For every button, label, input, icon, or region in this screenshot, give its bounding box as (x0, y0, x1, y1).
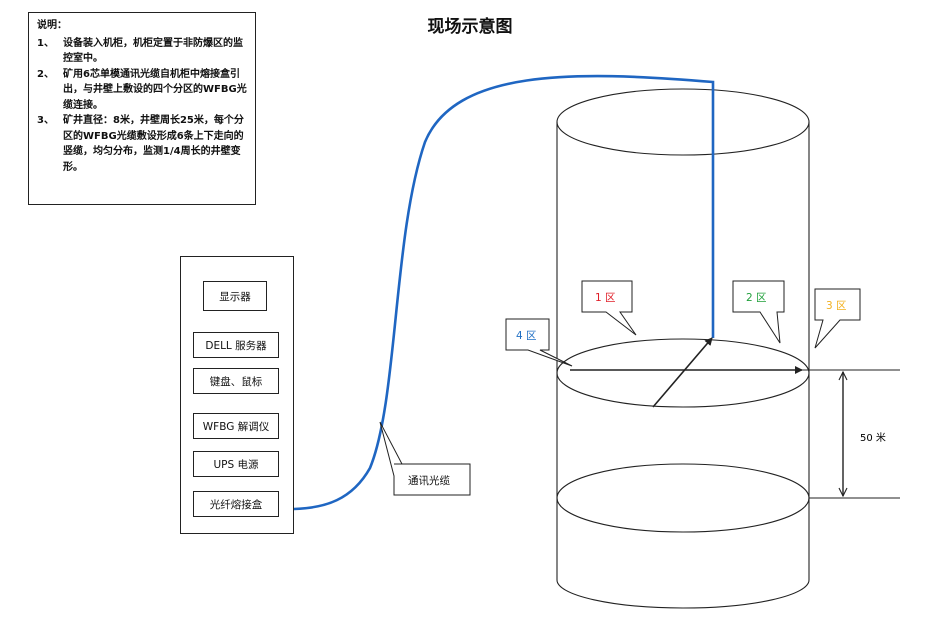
zone-3-label: 3 区 (826, 300, 847, 312)
communication-cable (293, 74, 715, 511)
note-number: 1、 (37, 37, 54, 49)
zone-4-label: 4 区 (516, 330, 537, 342)
notes-list: 1、设备装入机柜，机柜定置于非防爆区的监控室中。 2、矿用6芯单模通讯光缆自机柜… (37, 36, 249, 176)
bottom-ring-ellipse (556, 463, 810, 533)
ring-diagonal-arrow (652, 337, 713, 408)
fiber-splice-box-unit: 光纤熔接盒 (193, 491, 279, 517)
shaft-top-ellipse (556, 88, 810, 156)
height-dimension (802, 369, 900, 499)
note-number: 3、 (37, 115, 54, 126)
server-unit: DELL 服务器 (193, 332, 279, 358)
zone-4-callout-box (505, 318, 573, 367)
cable-label: 通讯光缆 (408, 474, 450, 487)
equipment-cabinet: 显示器 DELL 服务器 键盘、鼠标 WFBG 解调仪 UPS 电源 光纤熔接盒 (180, 256, 294, 534)
cable-callout-box (379, 421, 471, 496)
note-item: 3、矿井直径：8米，井壁周长25米，每个分区的WFBG光缆敷设形成6条上下走向的… (37, 113, 249, 175)
shaft-bottom-arc (556, 579, 810, 609)
note-text: 矿用6芯单模通讯光缆自机柜中熔接盒引出，与井壁上敷设的四个分区的WFBG光缆连接… (63, 68, 247, 111)
note-item: 1、设备装入机柜，机柜定置于非防爆区的监控室中。 (37, 36, 249, 67)
dimension-label: 50 米 (860, 431, 886, 444)
note-item: 2、矿用6芯单模通讯光缆自机柜中熔接盒引出，与井壁上敷设的四个分区的WFBG光缆… (37, 67, 249, 114)
monitor-ring-ellipse (556, 338, 810, 408)
ups-unit: UPS 电源 (193, 451, 279, 477)
zone-2-label: 2 区 (746, 292, 767, 304)
dimension-arrow-up (838, 370, 848, 381)
keyboard-mouse-unit: 键盘、鼠标 (193, 368, 279, 394)
zone-1-label: 1 区 (595, 292, 616, 304)
monitor-unit: 显示器 (203, 281, 267, 311)
note-text: 设备装入机柜，机柜定置于非防爆区的监控室中。 (63, 37, 243, 65)
zone-2-callout-box (732, 280, 785, 344)
zone-1-callout-box (581, 280, 637, 336)
wfbg-interrogator-unit: WFBG 解调仪 (193, 413, 279, 439)
page-title: 现场示意图 (427, 17, 513, 37)
shaft-cylinder (556, 88, 810, 609)
notes-heading: 说明： (37, 20, 67, 31)
dimension-arrow-down (838, 487, 848, 498)
note-text: 矿井直径：8米，井壁周长25米，每个分区的WFBG光缆敷设形成6条上下走向的竖缆… (63, 115, 244, 173)
notes-box: 说明： 1、设备装入机柜，机柜定置于非防爆区的监控室中。 2、矿用6芯单模通讯光… (28, 12, 256, 205)
zone-3-callout-box (814, 288, 861, 349)
note-number: 2、 (37, 68, 54, 80)
